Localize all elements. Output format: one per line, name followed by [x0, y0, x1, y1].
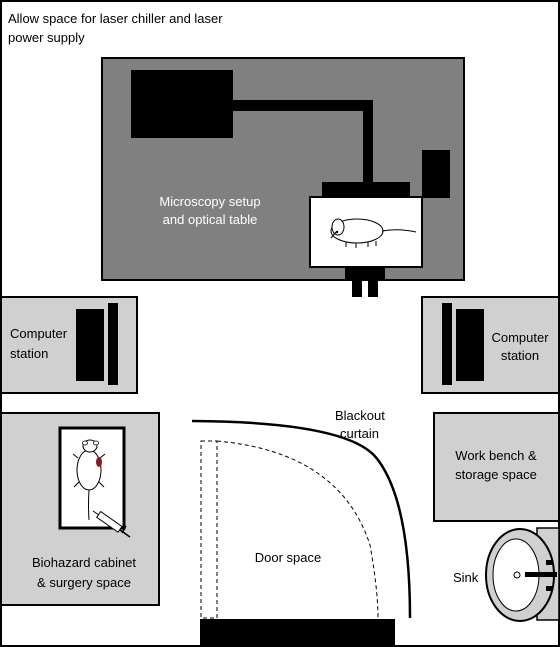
monitor-left-b: [108, 303, 118, 385]
beam-path-horizontal: [228, 100, 372, 111]
monitor-left-a: [76, 309, 104, 381]
computer-left-label-line1: Computer: [10, 326, 68, 341]
sink-drain: [513, 571, 521, 579]
optical-table: [101, 57, 465, 297]
laser-space-note-line1: Allow space for laser chiller and laser: [8, 11, 223, 26]
faucet-handle-top: [546, 560, 553, 565]
mouse-illustration-surgery: [72, 439, 106, 521]
stage-base: [345, 267, 385, 279]
faucet-handle-bottom: [546, 586, 553, 591]
workbench-label-line1: Work bench &: [455, 448, 537, 463]
curtain-label-line2: curtain: [340, 426, 379, 441]
biohazard-cabinet: [0, 412, 160, 606]
microscopy-label-line1: Microscopy setup: [159, 194, 260, 209]
computer-station-right: [421, 296, 560, 394]
laser-space-note-line2: power supply: [8, 30, 85, 45]
biohazard-label-line2: & surgery space: [37, 575, 131, 590]
microscopy-label-line2: and optical table: [163, 212, 258, 227]
sink: [485, 527, 560, 622]
monitor-right-a: [442, 303, 452, 385]
controller-box: [422, 150, 450, 198]
computer-left-label-line2: station: [10, 346, 48, 361]
door-swing: [200, 440, 379, 619]
laser-unit: [131, 70, 233, 138]
door-leaf: [200, 440, 218, 619]
stage-leg-left: [352, 279, 362, 297]
door-space-label: Door space: [255, 550, 321, 565]
computer-right-label-line2: station: [501, 348, 539, 363]
monitor-right-b: [456, 309, 484, 381]
door-threshold: [200, 619, 395, 646]
mouse-illustration-stage: [330, 218, 417, 248]
microscope-head: [322, 182, 410, 198]
blackout-curtain: [191, 419, 412, 619]
sink-label: Sink: [453, 570, 479, 585]
workbench-label-line2: storage space: [455, 467, 537, 482]
beam-path-vertical: [363, 100, 373, 186]
faucet-icon: [525, 572, 557, 577]
incision-mark: [96, 457, 102, 467]
computer-station-left: [0, 296, 138, 394]
work-bench: [433, 412, 560, 522]
stage-leg-right: [368, 279, 378, 297]
syringe-icon: [92, 510, 131, 538]
computer-right-label-line1: Computer: [491, 330, 549, 345]
curtain-label-line1: Blackout: [335, 408, 385, 423]
biohazard-label-line1: Biohazard cabinet: [32, 555, 136, 570]
